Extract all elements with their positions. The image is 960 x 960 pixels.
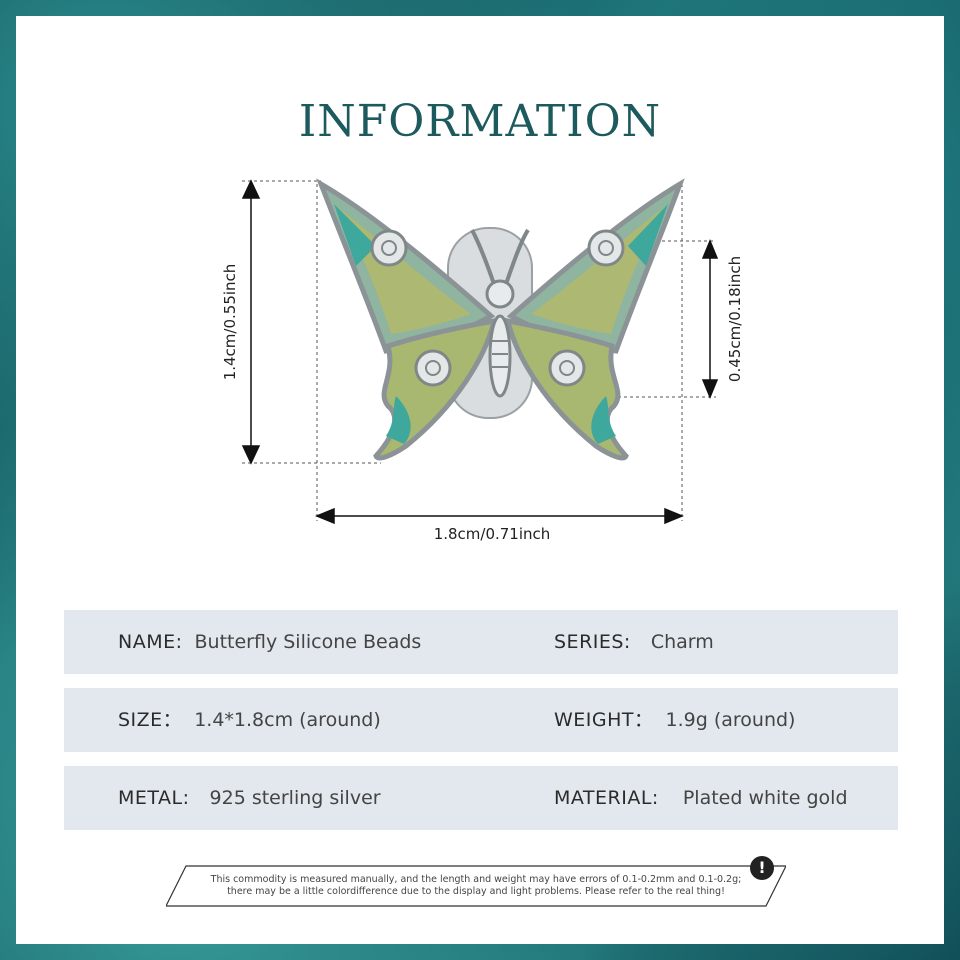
material-field: MATERIAL: Plated white gold (554, 766, 848, 830)
notice-line-2: there may be a little colordifference du… (227, 886, 725, 897)
name-label: NAME: (118, 631, 183, 653)
metal-field: METAL: 925 sterling silver (118, 766, 381, 830)
height-label: 1.4cm/0.55inch (221, 264, 239, 381)
metal-label: METAL: (118, 787, 190, 809)
info-row-name: NAME: Butterfly Silicone Beads SERIES: Cha… (64, 610, 898, 674)
notice-text: This commodity is measured manually, and… (196, 874, 756, 898)
size-value: 1.4*1.8cm (around) (194, 709, 381, 731)
depth-label: 0.45cm/0.18inch (726, 256, 744, 382)
material-value: Plated white gold (682, 787, 848, 809)
material-label: MATERIAL: (554, 787, 659, 809)
name-value: Butterfly Silicone Beads (194, 631, 422, 653)
notice-line-1: This commodity is measured manually, and… (210, 874, 742, 885)
butterfly-charm-image (316, 178, 685, 461)
dimension-figure: 1.4cm/0.55inch 1.8cm/0.71inch 0.45cm/0.1… (221, 178, 744, 543)
name-field: NAME: Butterfly Silicone Beads (118, 610, 421, 674)
series-value: Charm (650, 631, 714, 653)
dimension-guides (242, 180, 716, 521)
metal-value: 925 sterling silver (209, 787, 381, 809)
page-title: INFORMATION (298, 96, 662, 147)
weight-field: WEIGHT： 1.9g (around) (554, 688, 795, 752)
info-row-size: SIZE： 1.4*1.8cm (around) WEIGHT： 1.9g (aro… (64, 688, 898, 752)
series-field: SERIES: Charm (554, 610, 714, 674)
measurement-notice: This commodity is measured manually, and… (166, 856, 786, 908)
exclamation-icon: ! (750, 856, 774, 880)
height-arrow (241, 179, 261, 465)
weight-value: 1.9g (around) (665, 709, 796, 731)
size-field: SIZE： 1.4*1.8cm (around) (118, 688, 381, 752)
info-row-metal: METAL: 925 sterling silver MATERIAL: Plate… (64, 766, 898, 830)
depth-arrow (701, 239, 719, 399)
weight-label: WEIGHT： (554, 709, 654, 731)
size-label: SIZE： (118, 709, 183, 731)
notice-border (166, 865, 786, 907)
width-label: 1.8cm/0.71inch (434, 525, 551, 543)
info-card: INFORMATION 1.4cm/0.55inch 1.8cm/0.71inc… (16, 16, 944, 944)
width-arrow (315, 507, 684, 525)
series-label: SERIES: (554, 631, 631, 653)
